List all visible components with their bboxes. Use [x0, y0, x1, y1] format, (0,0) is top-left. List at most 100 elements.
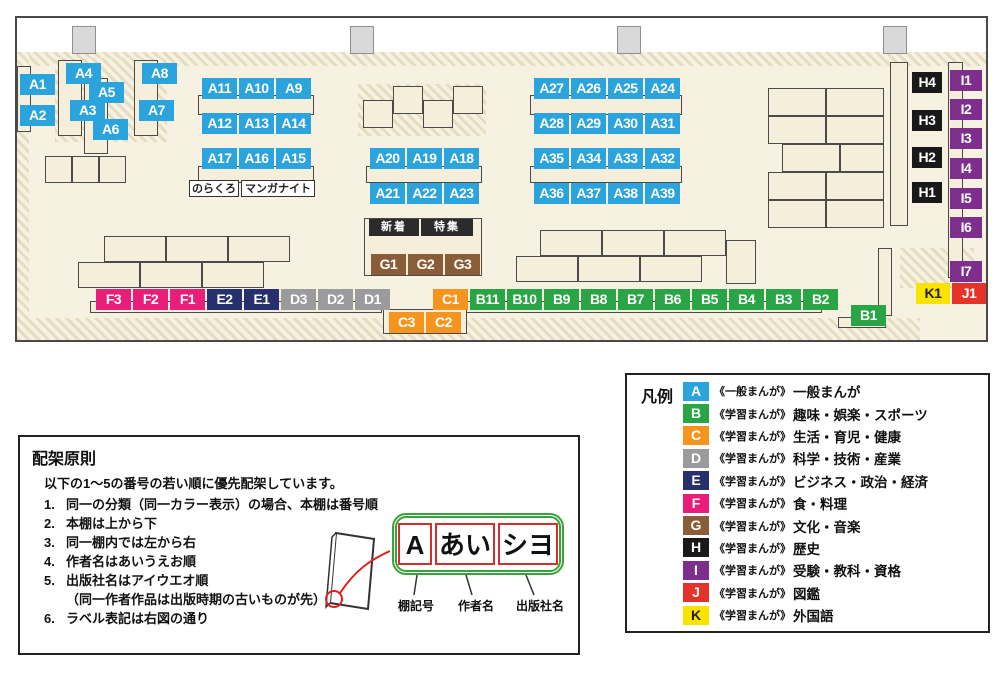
- shelf-label-B10: B10: [507, 289, 542, 310]
- legend-swatch-H: H: [683, 538, 709, 558]
- shelf-unit: [530, 95, 682, 115]
- legend-item-A: A 《一般まんが》一般まんが: [683, 380, 928, 402]
- shelf-unit: [826, 200, 884, 228]
- legend-swatch-A: A: [683, 381, 709, 401]
- rule-text: 出版社名はアイウエオ順: [66, 573, 209, 588]
- rule-item: 3. 同一棚内では左から右: [44, 533, 378, 552]
- legend-series: 《学習まんが》: [714, 520, 791, 533]
- shelf-label-H2: H2: [912, 147, 942, 168]
- shelf-unit: [782, 144, 840, 172]
- legend-series: 《学習まんが》: [714, 542, 791, 555]
- shelf-label-C1: C1: [433, 289, 468, 310]
- label-publisher-name: シヨ: [498, 523, 558, 565]
- legend-swatch-E: E: [683, 471, 709, 491]
- shelf-label-G3: G3: [445, 254, 480, 275]
- wall: [15, 16, 988, 18]
- shelf-label-B7: B7: [618, 289, 653, 310]
- rule-item: 1.同一の分類（同一カラー表示）の場合、本棚は番号順: [44, 495, 378, 514]
- legend-item-H: H《学習まんが》歴史: [683, 537, 928, 559]
- legend-series: 《学習まんが》: [714, 498, 791, 511]
- shelf-label-B6: B6: [655, 289, 690, 310]
- shelf-label-A5: A5: [89, 82, 124, 103]
- shelf-label-A28: A28: [534, 113, 569, 134]
- hatched-zone: [17, 52, 986, 66]
- shelf-label-A8: A8: [142, 63, 177, 84]
- legend-label: 趣味・娯楽・スポーツ: [793, 407, 928, 423]
- shelf-label-A19: A19: [407, 148, 442, 169]
- shelf-label-A32: A32: [645, 148, 680, 169]
- legend-label: 科学・技術・産業: [793, 452, 901, 468]
- rule-subtext: （同一作者作品は出版時期の古いものが先）: [66, 592, 327, 607]
- shelf-label-A23: A23: [444, 183, 479, 204]
- shelf-label-I6: I6: [950, 217, 982, 238]
- shelf-label-K1: K1: [916, 283, 950, 304]
- legend-item-K: K《学習まんが》外国語: [683, 604, 928, 626]
- shelf-unit: [826, 116, 884, 144]
- shelf-label-A14: A14: [276, 113, 311, 134]
- rule-number: 6.: [44, 611, 55, 626]
- shelf-label-I2: I2: [950, 99, 982, 120]
- rule-text: 作者名はあいうえお順: [66, 554, 197, 569]
- legend-series: 《学習まんが》: [714, 475, 791, 488]
- shelf-label-A31: A31: [645, 113, 680, 134]
- shelf-unit: [768, 88, 826, 116]
- shelf-label-A10: A10: [239, 78, 274, 99]
- shelf-unit: [768, 116, 826, 144]
- shelf-label-A27: A27: [534, 78, 569, 99]
- shelf-unit: [202, 262, 264, 288]
- legend-series: 《学習まんが》: [714, 408, 791, 421]
- shelf-unit: [78, 262, 140, 288]
- shelf-label-A17: A17: [202, 148, 237, 169]
- shelf-label-B5: B5: [692, 289, 727, 310]
- shelf-label-A22: A22: [407, 183, 442, 204]
- legend-label: 文化・音楽: [793, 519, 861, 535]
- shelf-label-B3: B3: [766, 289, 801, 310]
- shelf-unit: [602, 230, 664, 256]
- wall: [986, 16, 988, 342]
- legend-label: 食・料理: [793, 497, 847, 513]
- legend-item-E: E《学習まんが》ビジネス・政治・経済: [683, 470, 928, 492]
- shelf-label-A18: A18: [444, 148, 479, 169]
- rule-text: 本棚は上から下: [66, 516, 158, 531]
- shelf-label-E2: E2: [207, 289, 242, 310]
- legend-item-B: B《学習まんが》趣味・娯楽・スポーツ: [683, 402, 928, 424]
- rule-number: 3.: [44, 535, 55, 550]
- legend-label: 外国語: [793, 609, 834, 625]
- legend-swatch-K: K: [683, 605, 709, 625]
- legend-label: 一般まんが: [793, 385, 861, 401]
- shelf-unit: [516, 256, 578, 282]
- rule-item: 6.ラベル表記は右図の通り: [44, 609, 378, 628]
- shelf-unit: [540, 230, 602, 256]
- shelf-label-D1: D1: [355, 289, 390, 310]
- shelf-label-D3: D3: [281, 289, 316, 310]
- shelf-label-A1: A1: [20, 74, 55, 95]
- rule-text: 同一棚内では左から右: [66, 535, 197, 550]
- area-plate: マンガナイト: [241, 180, 315, 197]
- legend-swatch-I: I: [683, 560, 709, 580]
- shelf-label-example: A あい シヨ: [392, 513, 564, 575]
- legend-series: 《一般まんが》: [714, 386, 791, 399]
- shelf-unit: [890, 62, 908, 226]
- shelf-label-A13: A13: [239, 113, 274, 134]
- shelf-label-A26: A26: [571, 78, 606, 99]
- shelf-label-B9: B9: [544, 289, 579, 310]
- legend-item-D: D《学習まんが》科学・技術・産業: [683, 447, 928, 469]
- area-plate: のらくろ: [189, 180, 239, 197]
- shelf-label-H4: H4: [912, 72, 942, 93]
- rule-number: 2.: [44, 516, 55, 531]
- legend-title: 凡例: [641, 389, 674, 406]
- shelf-label-J1: J1: [952, 283, 986, 304]
- shelf-label-A2: A2: [20, 105, 55, 126]
- shelf-label-A3: A3: [70, 100, 105, 121]
- pillar: [617, 26, 641, 54]
- shelf-label-D2: D2: [318, 289, 353, 310]
- shelf-label-F2: F2: [133, 289, 168, 310]
- shelf-label-A21: A21: [370, 183, 405, 204]
- legend-series: 《学習まんが》: [714, 587, 791, 600]
- shelf-label-A15: A15: [276, 148, 311, 169]
- shelf-label-A9: A9: [276, 78, 311, 99]
- shelf-unit: [363, 100, 393, 128]
- legend-label: 図鑑: [793, 586, 820, 602]
- legend-item-G: G《学習まんが》文化・音楽: [683, 514, 928, 536]
